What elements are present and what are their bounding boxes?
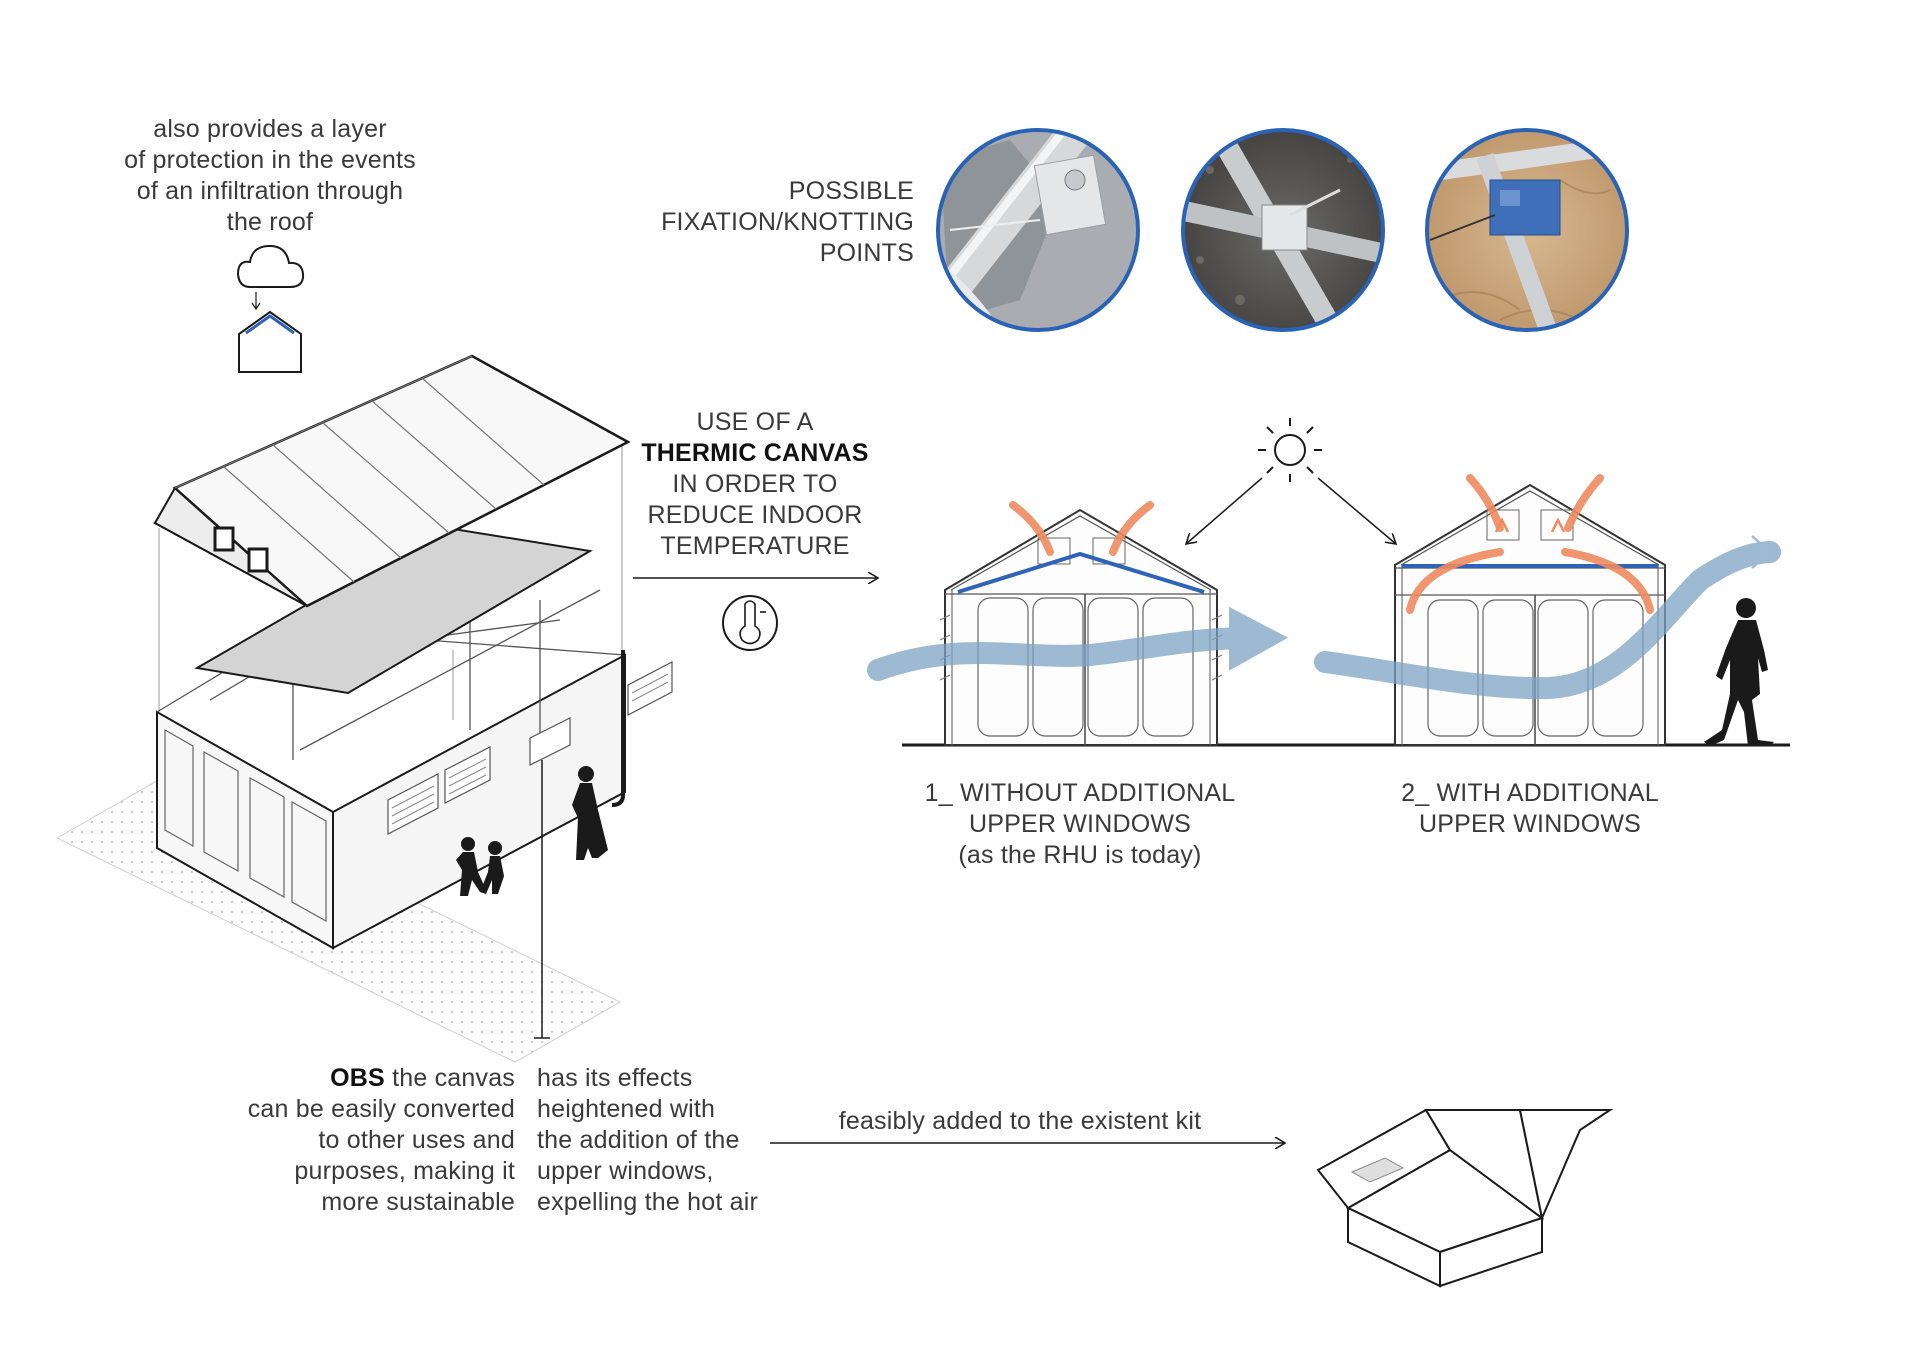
fixation-line: FIXATION/KNOTTING — [661, 208, 914, 236]
effects-line: has its effects — [537, 1064, 693, 1092]
effects-line: upper windows, — [537, 1157, 714, 1185]
sun-icon — [1258, 418, 1322, 482]
fixation-photo-2 — [1181, 128, 1385, 332]
option2-line: UPPER WINDOWS — [1418, 810, 1642, 838]
walking-person-silhouette — [1704, 598, 1774, 746]
airflow-1 — [867, 606, 1289, 681]
thermic-line-4: REDUCE INDOOR — [647, 501, 863, 529]
fixation-line: POINTS — [819, 239, 914, 267]
option1-caption: 1_ WITHOUT ADDITIONAL UPPER WINDOWS (as … — [920, 778, 1240, 871]
option1-line: (as the RHU is today) — [958, 841, 1202, 869]
thermic-line-2: THERMIC CANVAS — [641, 439, 869, 467]
isometric-house — [55, 354, 673, 1063]
roof-note: also provides a layer of protection in t… — [110, 114, 430, 238]
thermic-line-5: TEMPERATURE — [660, 532, 850, 560]
fixation-label: POSSIBLE FIXATION/KNOTTING POINTS — [640, 176, 914, 269]
sun-arrow-left — [1186, 477, 1263, 544]
kit-box — [1316, 1108, 1614, 1288]
roof-note-line: the roof — [226, 208, 314, 236]
roof-note-line: also provides a layer — [153, 115, 387, 143]
roof-note-line: of an infiltration through — [136, 177, 404, 205]
kit-arrow-label: feasibly added to the existent kit — [838, 1107, 1202, 1135]
section-house-2 — [1394, 483, 1666, 746]
option1-line: UPPER WINDOWS — [968, 810, 1192, 838]
obs-line: can be easily converted — [247, 1095, 515, 1123]
obs-line: purposes, making it — [294, 1157, 515, 1185]
obs-note: OBS the canvas can be easily converted t… — [230, 1063, 515, 1218]
option1-line: 1_ WITHOUT ADDITIONAL — [924, 779, 1236, 807]
effects-line: expelling the hot air — [537, 1188, 759, 1216]
house-icon — [238, 310, 302, 373]
airflow-2 — [1314, 541, 1781, 700]
thermometer-icon — [722, 595, 778, 651]
cloud-drop-arrow — [251, 302, 261, 311]
effects-line: the addition of the — [537, 1126, 740, 1154]
option2-line: 2_ WITH ADDITIONAL — [1401, 779, 1659, 807]
obs-first-line: the canvas — [384, 1064, 515, 1092]
heat-rays-2-chevrons — [1494, 517, 1566, 533]
thermic-canvas-label: USE OF A THERMIC CANVAS IN ORDER TO REDU… — [620, 407, 890, 562]
heat-rays-1 — [1009, 501, 1154, 556]
obs-label: OBS — [330, 1064, 385, 1092]
obs-line: more sustainable — [321, 1188, 515, 1216]
fixation-photo-1 — [936, 128, 1140, 332]
obs-line: to other uses and — [318, 1126, 515, 1154]
cloud-icon — [236, 244, 305, 288]
fixation-line: POSSIBLE — [788, 177, 914, 205]
heat-rays-2 — [1406, 474, 1654, 614]
effects-line: heightened with — [537, 1095, 716, 1123]
section-house-1 — [939, 508, 1223, 746]
option2-caption: 2_ WITH ADDITIONAL UPPER WINDOWS — [1380, 778, 1680, 840]
thermic-line-1: USE OF A — [696, 408, 814, 436]
fixation-photo-3 — [1425, 128, 1629, 332]
roof-note-line: of protection in the events — [124, 146, 416, 174]
effects-note: has its effects heightened with the addi… — [537, 1063, 787, 1218]
sun-arrow-right — [1317, 477, 1396, 544]
airflow-2-arrowhead — [1751, 535, 1772, 569]
thermic-line-3: IN ORDER TO — [672, 470, 838, 498]
